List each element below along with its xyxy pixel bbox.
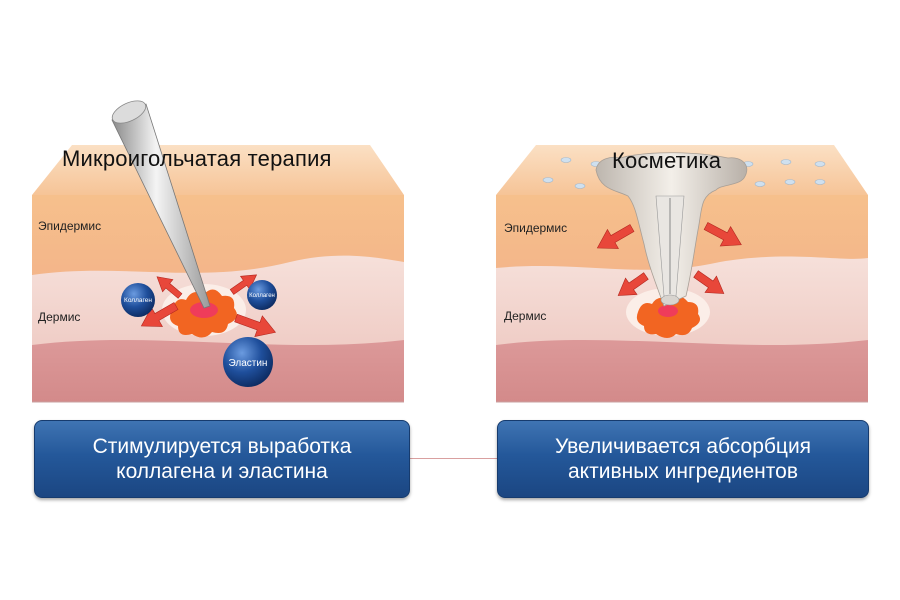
arrow-icon [234, 313, 277, 337]
arrow-icon [617, 272, 649, 296]
right-deep-layer [496, 340, 868, 402]
left-deep-layer [32, 340, 404, 402]
right-arrows [596, 222, 742, 296]
caption-connector [410, 458, 497, 459]
needle-top [111, 100, 147, 124]
right-caption-box: Увеличивается абсорбция активных ингреди… [497, 420, 869, 498]
ball-label: Эластин [229, 358, 268, 369]
left-panel-title: Микроигольчатая терапия [62, 146, 332, 171]
arrow-icon [140, 302, 179, 327]
right-caption-line-1: Увеличивается абсорбция [554, 435, 812, 458]
left-epidermis-top [32, 145, 404, 195]
cosmetic-stream [595, 152, 748, 307]
arrow-icon [156, 276, 183, 299]
ball-collagen-2: Коллаген [247, 280, 277, 310]
left-skin-block [32, 145, 404, 403]
surface-dots [542, 157, 826, 189]
left-caption-line-2: коллагена и эластина [116, 460, 328, 483]
arrow-icon [596, 224, 635, 249]
left-dermis-label: Дермис [38, 310, 81, 324]
arrow-icon [693, 270, 725, 294]
right-panel-title: Косметика [612, 148, 722, 173]
ball-label: Коллаген [249, 293, 275, 299]
right-dermis-label: Дермис [504, 309, 547, 323]
ball-elastin: Эластин [223, 337, 273, 387]
arrow-icon [703, 222, 742, 247]
left-caption-box: Стимулируется выработка коллагена и элас… [34, 420, 410, 498]
right-caption-line-2: активных ингредиентов [568, 460, 798, 483]
right-epidermis-label: Эпидермис [504, 221, 568, 235]
left-caption-line-1: Стимулируется выработка [92, 435, 352, 458]
left-arrows [140, 274, 277, 337]
ball-collagen-1: Коллаген [121, 283, 155, 317]
left-epidermis-label: Эпидермис [38, 219, 102, 233]
ball-label: Коллаген [124, 297, 152, 304]
right-wound [626, 288, 710, 338]
arrow-icon [229, 274, 258, 295]
left-wound [162, 284, 246, 338]
